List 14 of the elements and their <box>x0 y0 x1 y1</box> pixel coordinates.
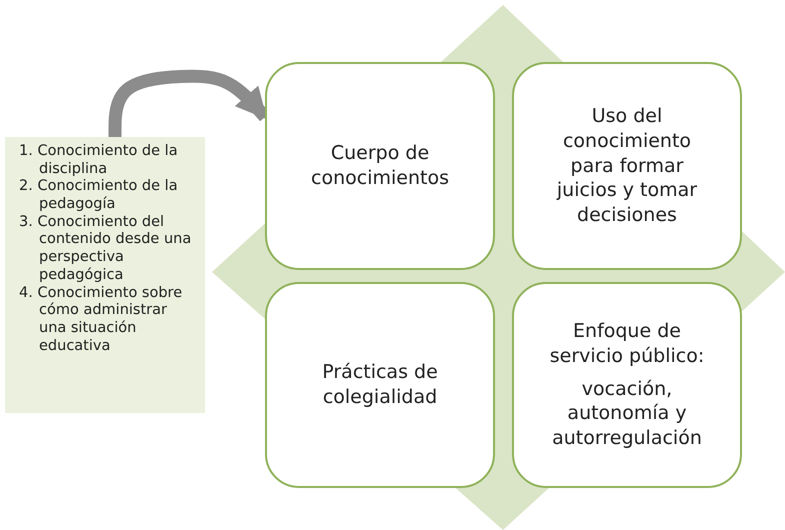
box-text: Prácticas de colegialidad <box>321 360 439 410</box>
box-text: Enfoque de servicio público: <box>548 319 706 369</box>
list-item: 3. Conocimiento del contenido desde una perspectiva pedagógica <box>18 214 192 284</box>
list-item: 4. Conocimiento sobre cómo administrar una situación educativa <box>18 284 184 356</box>
rounded-box <box>265 62 495 270</box>
list-item: 2. Conocimiento de la pedagogía <box>18 178 179 214</box>
rounded-box <box>512 282 742 488</box>
rounded-box <box>265 282 495 488</box>
box-text: Uso del conocimiento para formar juicios y tomar decisiones <box>556 104 698 228</box>
rounded-box <box>512 62 742 270</box>
box-text: Cuerpo de conocimientos <box>310 141 450 191</box>
box-text: vocación, autonomía y autorregulación <box>551 376 703 451</box>
list-panel <box>5 137 205 413</box>
list-item: 1. Conocimiento de la disciplina <box>18 143 179 178</box>
